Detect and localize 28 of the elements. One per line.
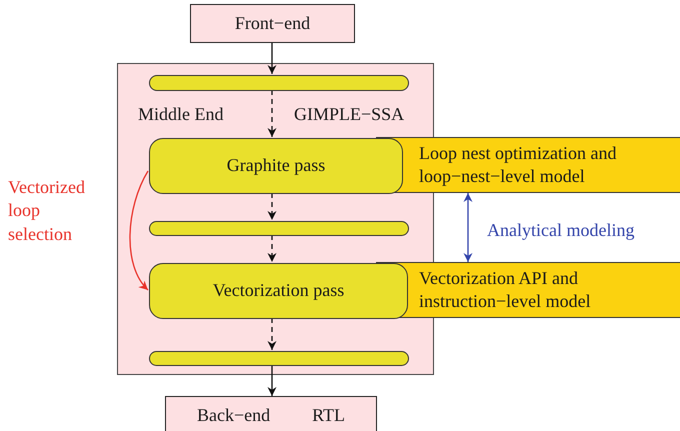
stage-box — [165, 396, 377, 431]
model-text: Loop nest optimization and loop−nest−level model — [419, 142, 618, 188]
arrow — [268, 318, 276, 350]
model-text: Vectorization API and instruction−level model — [419, 266, 592, 313]
arrow — [464, 193, 472, 262]
arrow — [268, 193, 276, 220]
stage-box — [190, 4, 355, 43]
rounded-bar — [149, 221, 409, 236]
model-box — [376, 137, 680, 193]
node-label: RTL — [312, 404, 346, 428]
edge-label: Vectorized loop selection — [8, 176, 86, 246]
node-label: Back−end — [196, 404, 270, 428]
arrow — [129, 170, 149, 290]
node-label: Vectorization pass — [212, 279, 344, 302]
arrow — [268, 235, 276, 262]
pass-box — [149, 138, 403, 194]
model-box — [376, 262, 680, 318]
arrow — [268, 365, 276, 396]
arrow — [268, 90, 276, 137]
rounded-bar — [149, 75, 409, 91]
edge-label: Analytical modeling — [487, 219, 636, 242]
node-label: Graphite pass — [226, 154, 326, 178]
node-label: Front−end — [234, 12, 310, 35]
node-label: Middle End — [138, 103, 224, 126]
rounded-bar — [149, 351, 409, 366]
arrow — [268, 43, 276, 74]
node-label: GIMPLE−SSA — [294, 103, 404, 126]
pass-box — [149, 263, 408, 319]
